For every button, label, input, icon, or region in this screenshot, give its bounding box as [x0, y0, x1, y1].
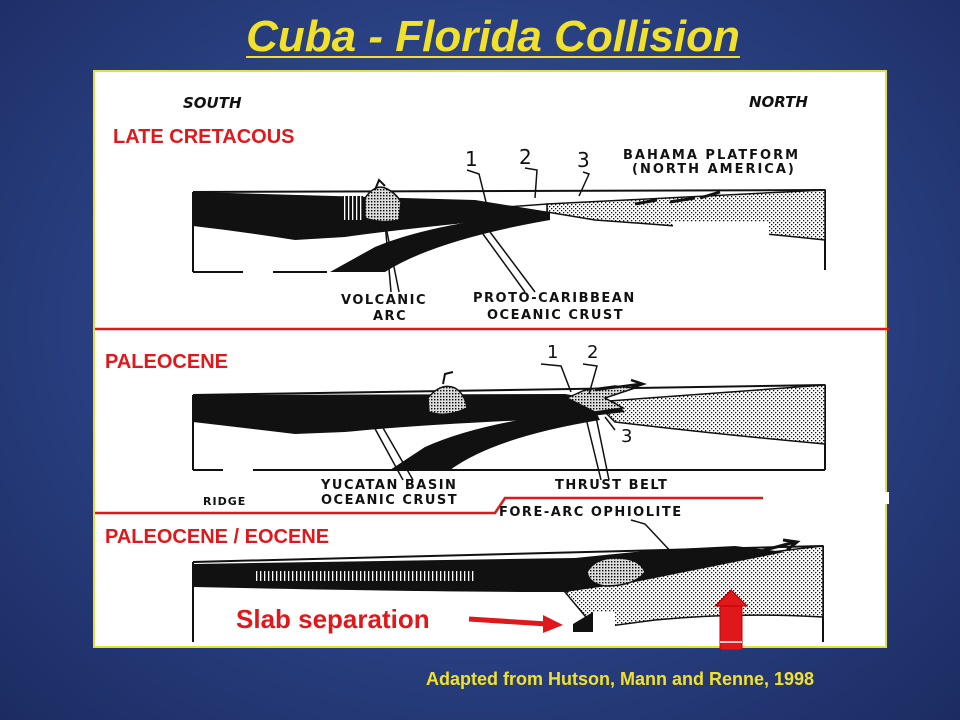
detached-slab	[573, 612, 595, 632]
yucatan-label-1: YUCATAN BASIN	[320, 478, 457, 493]
slide-title: Cuba - Florida Collision	[246, 12, 740, 61]
marker-3: 3	[577, 148, 590, 172]
svg-text:RIDGE: RIDGE	[203, 495, 246, 508]
subducting-slab	[330, 212, 550, 272]
stage-label-late-cretaceous: LATE CRETACOUS	[113, 126, 294, 148]
platform-label-2: (NORTH AMERICA)	[632, 162, 796, 177]
slab-separation-label: Slab separation	[236, 604, 430, 634]
marker-2: 2	[519, 145, 532, 169]
volcanic-arc-label-1: VOLCANIC	[341, 293, 427, 308]
marker-1b: 1	[547, 342, 558, 363]
svg-text:": "	[237, 419, 244, 435]
slab-separation-arrow	[468, 616, 548, 627]
volcanic-arc-label-2: ARC	[373, 309, 407, 324]
paleocene-eocene-section: PALEOCENE / EOCENE FORE-ARC OPHIOLITE Sl…	[105, 505, 824, 650]
marker-3b: 3	[621, 426, 632, 447]
citation: Adapted from Hutson, Mann and Renne, 199…	[426, 669, 815, 689]
fore-arc-ophiolite	[586, 557, 646, 587]
fore-arc-ophiolite-label: FORE-ARC OPHIOLITE	[499, 505, 683, 520]
proto-caribbean-label-1: PROTO-CARIBBEAN	[473, 291, 636, 306]
marker-2b: 2	[587, 342, 598, 363]
stage-label-paleocene: PALEOCENE	[105, 351, 228, 373]
thrust-belt-label: THRUST BELT	[555, 478, 668, 493]
diagram-panel: SOUTH NORTH LATE CRETACOUS	[93, 70, 889, 650]
late-cretaceous-section: LATE CRETACOUS "	[113, 126, 826, 324]
divider-2	[95, 496, 889, 515]
yucatan-label-2: OCEANIC CRUST	[321, 493, 458, 508]
uplift-arrow	[713, 589, 749, 650]
cross-section-diagram: SOUTH NORTH LATE CRETACOUS	[95, 93, 889, 650]
marker-1: 1	[465, 147, 478, 171]
platform-label-1: BAHAMA PLATFORM	[623, 148, 800, 163]
surface-line	[192, 189, 826, 193]
north-label: NORTH	[749, 93, 808, 111]
paleocene-section: PALEOCENE 1 2 3 "	[105, 342, 826, 508]
bahama-platform-2	[593, 384, 826, 445]
stage-label-paleocene-eocene: PALEOCENE / EOCENE	[105, 526, 329, 548]
south-label: SOUTH	[183, 94, 242, 112]
proto-caribbean-label-2: OCEANIC CRUST	[487, 308, 624, 323]
svg-text:": "	[255, 221, 262, 237]
